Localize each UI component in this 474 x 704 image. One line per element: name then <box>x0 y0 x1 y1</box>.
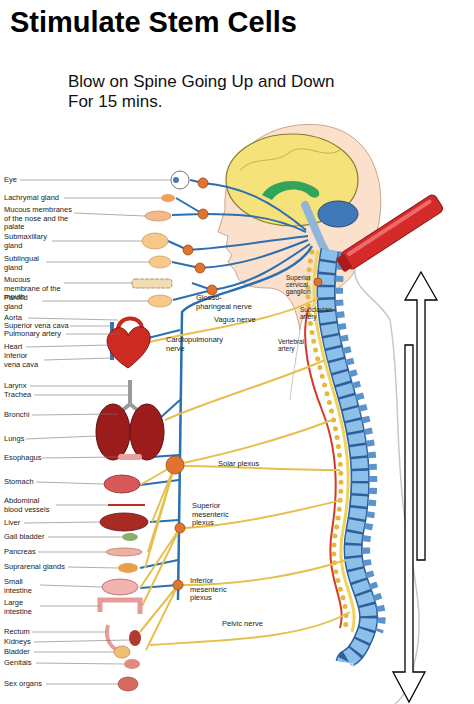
ganglion <box>314 278 322 286</box>
hair-dryer-highlight <box>346 199 432 257</box>
brain <box>226 134 358 226</box>
nerve-label: Pelvic nerve <box>222 620 282 629</box>
nerve-label: Subclavian artery <box>300 306 330 320</box>
cranial-nerve <box>200 240 308 268</box>
mucosa-icon <box>145 211 171 221</box>
mouth-icon <box>132 279 172 288</box>
hair-dryer-nozzle <box>336 254 353 273</box>
eye-pupil <box>173 177 179 183</box>
nerve-label: Inferior mesenteric plexus <box>190 577 250 603</box>
organ-label: Heart <box>4 343 64 352</box>
spinal-nerve <box>185 500 342 528</box>
solar-plexus <box>166 456 184 474</box>
nerve-label: Superior cervical ganglion <box>286 274 318 295</box>
gland-icon <box>161 194 175 202</box>
organ-label: Stomach <box>4 478 64 487</box>
gland-icon <box>142 233 168 249</box>
organ-label: Eye <box>4 176 64 185</box>
intestine-icon <box>102 579 138 595</box>
organ-label: Submaxillary gland <box>4 233 52 250</box>
organ-label: Esophagus <box>4 454 64 463</box>
organ-label: Mucous membranes of the nose and the pal… <box>4 206 76 232</box>
organ-label: Larynx <box>4 382 64 391</box>
genital-icon <box>124 659 140 669</box>
organ-label: Kidneys <box>4 638 64 647</box>
esophagus-icon <box>118 454 142 460</box>
eye-icon <box>171 171 189 189</box>
organ-label: Lachrymal gland <box>4 194 66 203</box>
ganglion <box>173 580 183 590</box>
limbic-structure <box>262 181 319 200</box>
plexus-branch <box>140 465 180 650</box>
suprarenal-icon <box>118 563 138 573</box>
organ-label: Small intestine <box>4 578 40 595</box>
cranial-nerve <box>203 214 306 232</box>
bladder-icon <box>114 646 130 658</box>
nerve-label: Cardiopulmonary nerve <box>166 336 222 353</box>
nerve-label: Superior mesenteric plexus <box>192 502 252 528</box>
organ-label: Sublingual gland <box>4 255 46 272</box>
organ-label: Pulmonary artery <box>4 330 66 339</box>
ganglion <box>195 263 205 273</box>
lung-icon <box>130 404 164 460</box>
organ-label: Pancreas <box>4 548 64 557</box>
head-skin <box>218 124 381 330</box>
gland-icon <box>149 256 171 268</box>
liver-icon <box>100 513 148 531</box>
spinal-nerve <box>183 466 340 470</box>
organ-label: Genitals <box>4 659 64 668</box>
organ-label: Sex organs <box>4 680 64 689</box>
organ-label: Liver <box>4 519 64 528</box>
lung-icon <box>96 404 130 460</box>
nerve-label: Vagus nerve <box>214 316 274 325</box>
cerebellum <box>318 201 358 227</box>
heart-icon <box>107 327 150 368</box>
brain-folds <box>240 149 340 170</box>
organ-label: Parotid gland <box>4 294 42 311</box>
gallbladder-icon <box>122 533 138 541</box>
organ-label: Bladder <box>4 648 64 657</box>
organ-label: Rectum <box>4 628 64 637</box>
hair-dryer-body <box>340 193 445 271</box>
kidney-icon <box>129 630 141 646</box>
title: Stimulate Stem Cells <box>10 6 297 39</box>
organ-label: Large intestine <box>4 599 40 616</box>
organ-label: Bronchi <box>4 411 64 420</box>
ganglion <box>198 209 208 219</box>
pelvic-nerve <box>150 612 350 645</box>
gland-icon <box>148 295 172 307</box>
down-arrow <box>393 345 425 702</box>
intestine-icon <box>100 600 140 614</box>
instruction-text: Blow on Spine Going Up and Down For 15 m… <box>68 72 348 112</box>
stomach-icon <box>104 475 140 493</box>
vagus-nerve <box>178 246 312 600</box>
ganglion <box>183 245 193 255</box>
organ-label: Abdominal blood vessels <box>4 497 56 514</box>
organ-label: Lungs <box>4 435 64 444</box>
ganglion <box>175 523 185 533</box>
organ-label: Inferior vena cava <box>4 352 44 369</box>
rectum-icon <box>107 625 118 650</box>
organ-label: Suprarenal glands <box>4 563 70 572</box>
cranial-nerve <box>203 183 306 230</box>
organ-label: Gall bladder <box>4 533 64 542</box>
ganglion <box>198 178 208 188</box>
organ-label: Trachea <box>4 391 64 400</box>
spinal-nerve <box>183 420 332 463</box>
nerve-label: Glosso-pharingeal nerve <box>196 294 252 311</box>
sex-organ-icon <box>118 677 138 691</box>
spinal-nerve <box>165 360 325 420</box>
nerve-label: Vertebral artery <box>278 338 308 352</box>
nerve-label: Solar plexus <box>218 460 278 469</box>
pancreas-icon <box>106 548 142 556</box>
vessel-icon <box>108 504 145 506</box>
